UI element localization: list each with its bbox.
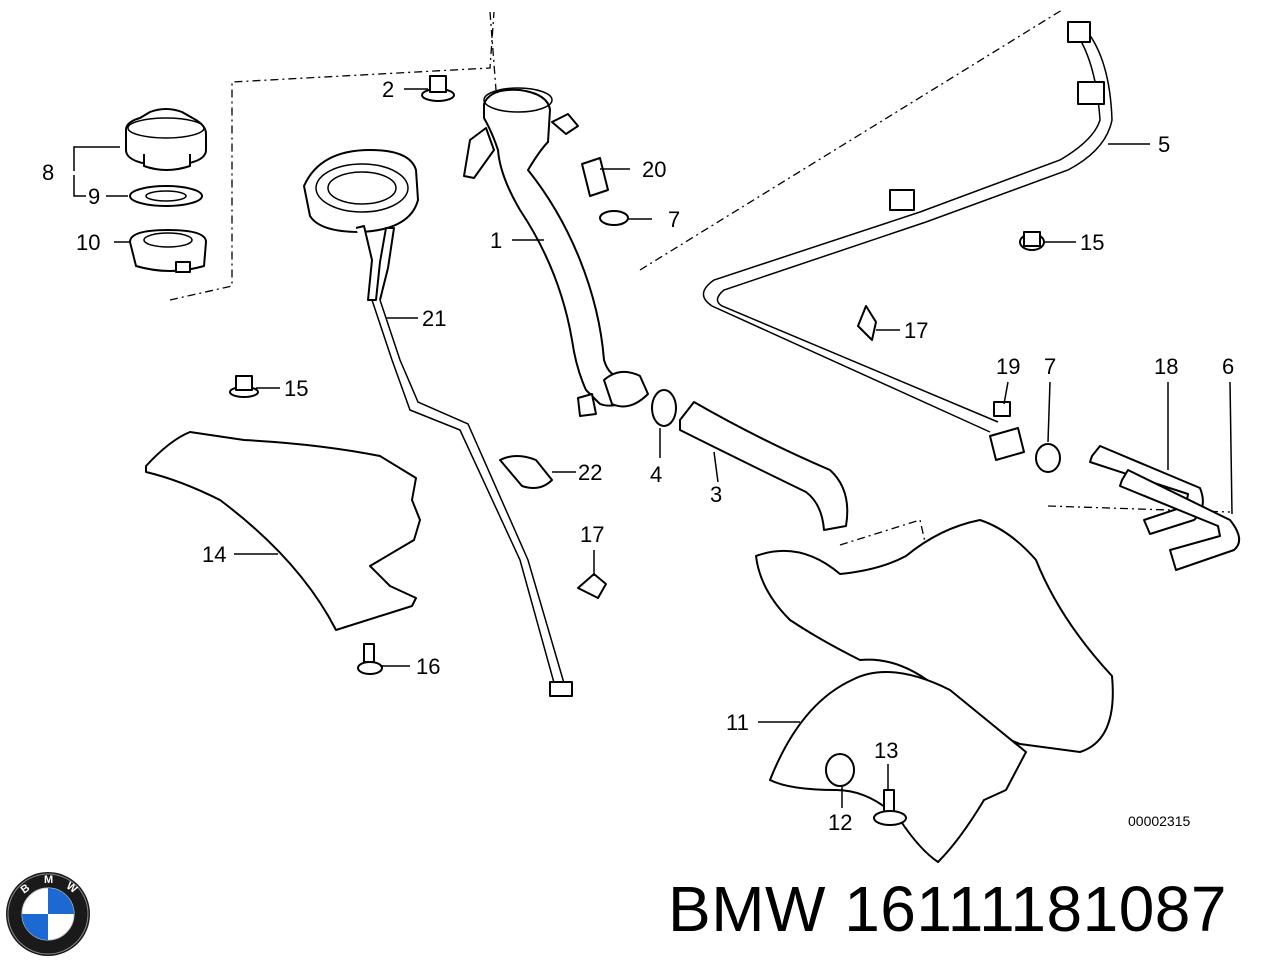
fuel-hose-part-3[interactable] [679,401,849,531]
callout-7-lower[interactable]: 7 [1044,354,1056,379]
nut-part-2[interactable] [421,75,455,102]
callout-4[interactable]: 4 [650,462,662,487]
callout-17-upper[interactable]: 17 [904,318,928,343]
clip-part-17-lower[interactable] [577,573,607,599]
diagram-code: 00002315 [1128,813,1191,829]
gasket-part-9[interactable] [129,185,203,207]
callout-13[interactable]: 13 [874,738,898,763]
callout-9[interactable]: 9 [88,184,100,209]
connector-part-19b[interactable] [989,427,1025,461]
hose-clamp-part-4[interactable] [651,389,677,427]
callout-3[interactable]: 3 [710,482,722,507]
callout-labels: 2 1 20 7 8 9 10 5 15 17 21 15 19 7 18 6 … [42,77,1234,835]
nut-part-15-right[interactable] [1019,231,1045,251]
bracket-part-11[interactable] [769,671,1027,863]
svg-text:M: M [44,874,53,886]
fuel-cap-part-8[interactable] [125,108,207,171]
callout-5[interactable]: 5 [1158,132,1170,157]
screw-part-16[interactable] [357,643,383,675]
hose-clamp-part-7-upper[interactable] [599,210,629,226]
leader-lines [73,88,1233,808]
callout-12[interactable]: 12 [828,810,852,835]
callout-14[interactable]: 14 [202,542,226,567]
callout-6[interactable]: 6 [1222,354,1234,379]
sealing-collar-part-21[interactable] [303,149,573,697]
callout-8[interactable]: 8 [42,160,54,185]
callout-10[interactable]: 10 [76,230,100,255]
retaining-ring-part-10[interactable] [129,229,207,273]
clip-part-17-upper[interactable] [857,305,877,341]
clip-part-22[interactable] [499,455,553,489]
callout-22[interactable]: 22 [578,460,602,485]
callout-18[interactable]: 18 [1154,354,1178,379]
hose-part-19[interactable] [993,401,1011,417]
vent-pipe-part-5[interactable] [702,21,1113,433]
callout-7-upper[interactable]: 7 [668,207,680,232]
filler-neck-part-1[interactable] [463,87,649,417]
callout-16[interactable]: 16 [416,654,440,679]
callout-17-lower[interactable]: 17 [580,522,604,547]
hose-clamp-part-7-lower[interactable] [1035,443,1061,473]
fuel-tank-outline [755,519,1114,753]
part-number: 16111181087 [844,873,1227,945]
bmw-logo: B M W [6,872,90,956]
callout-20[interactable]: 20 [642,157,666,182]
screw-part-13[interactable] [873,789,907,826]
callout-21[interactable]: 21 [422,306,446,331]
nut-part-15-left[interactable] [229,375,259,398]
hose-part-6[interactable] [1119,469,1241,571]
heat-shield-part-14[interactable] [145,431,421,631]
callout-19[interactable]: 19 [996,354,1020,379]
callout-2[interactable]: 2 [382,77,394,102]
brand-name: BMW [668,873,826,945]
callout-1[interactable]: 1 [490,228,502,253]
callout-11[interactable]: 11 [726,710,749,735]
nut-part-12[interactable] [825,753,855,787]
callout-15-right[interactable]: 15 [1080,230,1104,255]
callout-15-left[interactable]: 15 [284,376,308,401]
hose-sleeve-part-20[interactable] [581,157,609,197]
brand-part-number: BMW 16111181087 [668,872,1227,946]
